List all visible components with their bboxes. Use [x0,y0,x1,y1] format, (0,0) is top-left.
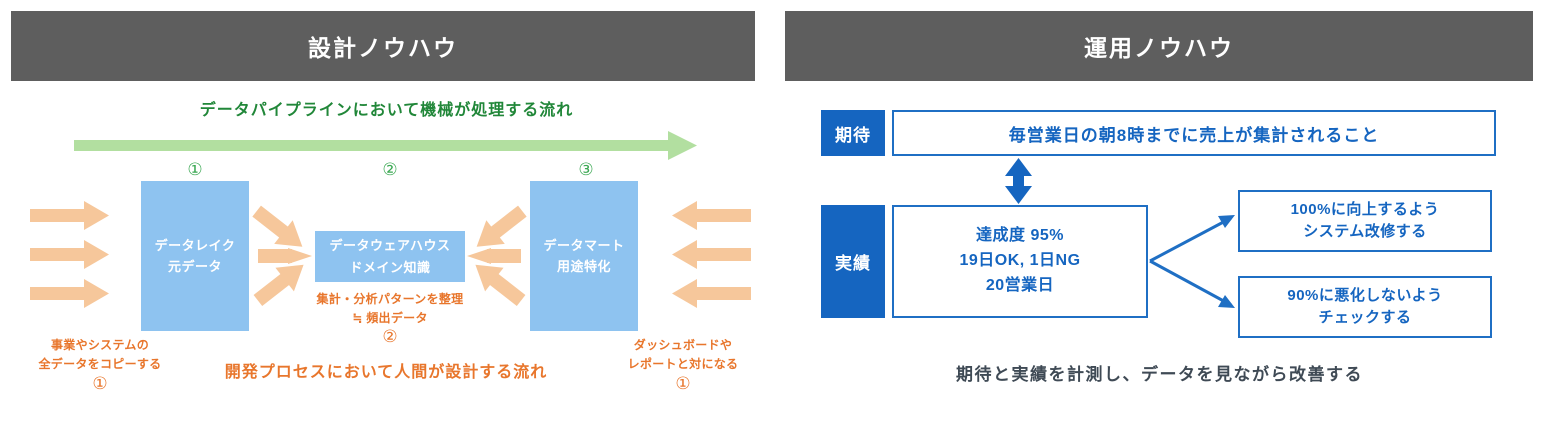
expectation-statement-box: 毎営業日の朝8時までに売上が集計されること [892,110,1496,156]
action-improve-box: 100%に向上するよう システム改修する [1238,190,1492,252]
ops-panel-header: 運用ノウハウ [785,11,1533,81]
machine-flow-title: データパイプラインにおいて機械が処理する流れ [199,102,574,119]
actual-metrics-box: 達成度 95% 19日OK, 1日NG 20営業日 [892,205,1148,318]
step-marker-top-3: ③ [578,160,594,179]
branch-arrowhead-improve [1218,215,1235,228]
orange-arrow-right-2 [672,240,751,269]
action-monitor-line1: 90%に悪化しないよう [1287,286,1443,304]
step-marker-top-1: ① [187,160,203,179]
orange-arrow-mart-dwh-top [476,205,527,247]
note-left-line1: 事業やシステムの [50,338,150,352]
ops-knowhow-panel: 運用ノウハウ 期待 毎営業日の朝8時までに売上が集計されること 実績 達成度 9… [773,0,1546,422]
expectation-tag: 期待 [821,110,885,156]
note-right: ダッシュボードや レポートと対になる [593,336,773,374]
action-improve-line2: システム改修する [1303,223,1427,240]
box-data-lake-line1: データレイク [154,237,236,253]
branch-line-improve [1149,216,1232,263]
action-improve-line1: 100%に向上するよう [1290,200,1440,218]
orange-arrow-right-1 [672,201,751,230]
design-knowhow-panel: 設計ノウハウ データパイプラインにおいて機械が処理する流れ [10,11,773,393]
box-data-warehouse: データウェアハウス ドメイン知識 [315,231,465,282]
green-flow-arrow [74,131,697,160]
actual-ok-ng-breakdown: 19日OK, 1日NG [959,252,1081,270]
branch-line-monitor [1149,259,1232,307]
actual-achievement-rate: 達成度 95% [976,227,1064,245]
ops-bottom-caption: 期待と実績を計測し、データを見ながら改善する [956,365,1363,384]
box-data-warehouse-line2: ドメイン知識 [349,259,431,275]
orange-arrow-in-1 [30,201,109,230]
double-arrow-expect-actual [1005,158,1032,204]
action-monitor-line2: チェックする [1318,309,1412,326]
step-marker-top-2: ② [382,160,398,179]
box-data-mart: データマート 用途特化 [530,181,638,331]
note-center-line2: ≒ 頻出データ [352,311,428,326]
note-right-marker: ① [675,374,691,393]
box-data-lake: データレイク 元データ [141,181,249,331]
actual-tag: 実績 [821,205,885,318]
expectation-statement-text: 毎営業日の朝8時までに売上が集計されること [1008,125,1380,145]
action-monitor-box: 90%に悪化しないよう チェックする [1238,276,1492,338]
orange-input-arrows-right [672,201,751,308]
box-data-mart-line1: データマート [543,237,625,253]
orange-arrow-in-2 [30,240,109,269]
actual-business-days: 20営業日 [985,276,1055,294]
orange-input-arrows-left [30,201,109,308]
orange-arrow-lake-dwh-top [252,205,303,247]
orange-arrow-in-3 [30,279,109,308]
note-center: 集計・分析パターンを整理 ≒ 頻出データ [290,290,490,328]
box-data-warehouse-line1: データウェアハウス [329,238,451,254]
design-panel-header: 設計ノウハウ [11,11,755,81]
note-left-line2: 全データをコピーする [38,357,162,372]
note-left-marker: ① [92,374,108,393]
orange-arrow-right-3 [672,279,751,308]
note-left: 事業やシステムの 全データをコピーする [10,336,190,374]
orange-arrow-mart-dwh-mid [467,248,521,264]
note-center-line1: 集計・分析パターンを整理 [316,292,464,306]
note-right-line1: ダッシュボードや [633,338,733,352]
note-center-marker: ② [382,327,398,346]
box-data-lake-line2: 元データ [167,259,222,274]
note-right-line2: レポートと対になる [627,357,739,372]
box-data-mart-line2: 用途特化 [556,259,611,274]
branch-arrows [1149,216,1232,307]
branch-arrowhead-monitor [1218,295,1235,308]
orange-arrow-lake-dwh-mid [258,248,312,264]
human-design-flow-headline: 開発プロセスにおいて人間が設計する流れ [224,364,548,381]
